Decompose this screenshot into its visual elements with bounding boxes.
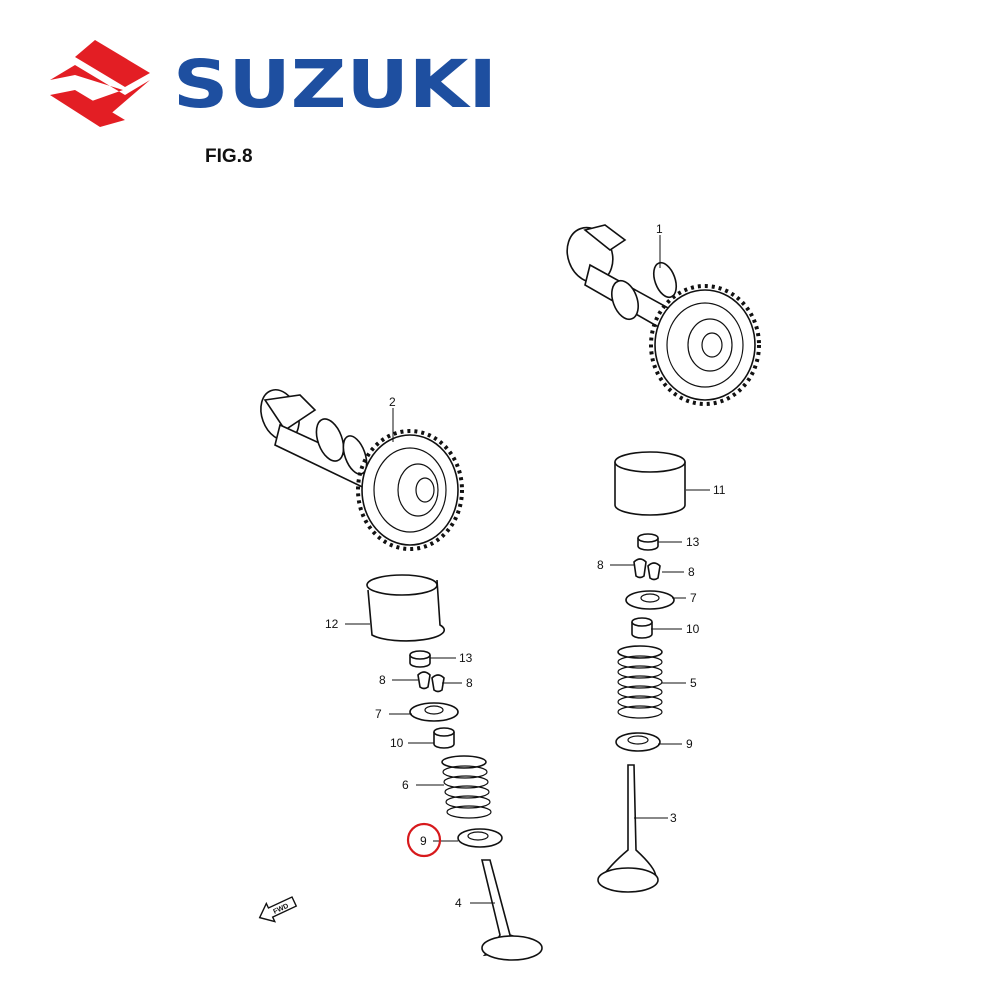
suzuki-wordmark: SUZUKI <box>173 46 497 123</box>
callout-5: 5 <box>690 676 697 690</box>
retainer-7-right <box>625 590 675 610</box>
callout-11: 11 <box>713 483 726 497</box>
callout-13-right: 13 <box>686 535 700 549</box>
callout-6: 6 <box>402 778 409 792</box>
suzuki-logo: SUZUKI <box>50 40 497 127</box>
callout-8-left-a: 8 <box>379 673 386 687</box>
spring-5 <box>617 645 663 719</box>
oil-seal-10-left <box>433 727 455 749</box>
retainer-7-left <box>409 702 459 722</box>
callout-8-right-b: 8 <box>688 565 695 579</box>
valve-3 <box>597 764 659 893</box>
suzuki-s-emblem-icon <box>50 40 150 127</box>
callout-13-left: 13 <box>459 651 473 665</box>
callout-1: 1 <box>656 222 663 236</box>
callout-4: 4 <box>455 896 462 910</box>
shim-13-left <box>409 650 431 668</box>
callout-10-right: 10 <box>686 622 700 636</box>
camshaft-1 <box>566 224 761 406</box>
callout-9-right: 9 <box>686 737 693 751</box>
oil-seal-10-right <box>631 617 653 639</box>
shim-13-right <box>637 533 659 551</box>
callout-8-left-b: 8 <box>466 676 473 690</box>
callout-8-right-a: 8 <box>597 558 604 572</box>
callout-12: 12 <box>325 617 339 631</box>
callout-3: 3 <box>670 811 677 825</box>
callout-7-right: 7 <box>690 591 697 605</box>
callout-7-left: 7 <box>375 707 382 721</box>
cotter-8-left <box>417 671 445 693</box>
spring-seat-9-right <box>615 732 661 752</box>
spring-seat-9-left <box>457 828 503 848</box>
tappet-12 <box>366 574 445 642</box>
callout-2: 2 <box>389 395 396 409</box>
callout-9-left: 9 <box>420 834 427 848</box>
callout-9-highlight-ring <box>406 822 442 858</box>
leader-lines <box>345 235 710 904</box>
tappet-11 <box>614 451 686 516</box>
cotter-8-right <box>633 558 661 581</box>
valve-4 <box>480 859 543 961</box>
spring-6 <box>441 755 492 819</box>
camshaft-2 <box>260 389 464 551</box>
fwd-arrow-icon: FWD <box>258 896 298 923</box>
callout-10-left: 10 <box>390 736 404 750</box>
figure-title: FIG.8 <box>205 146 253 167</box>
